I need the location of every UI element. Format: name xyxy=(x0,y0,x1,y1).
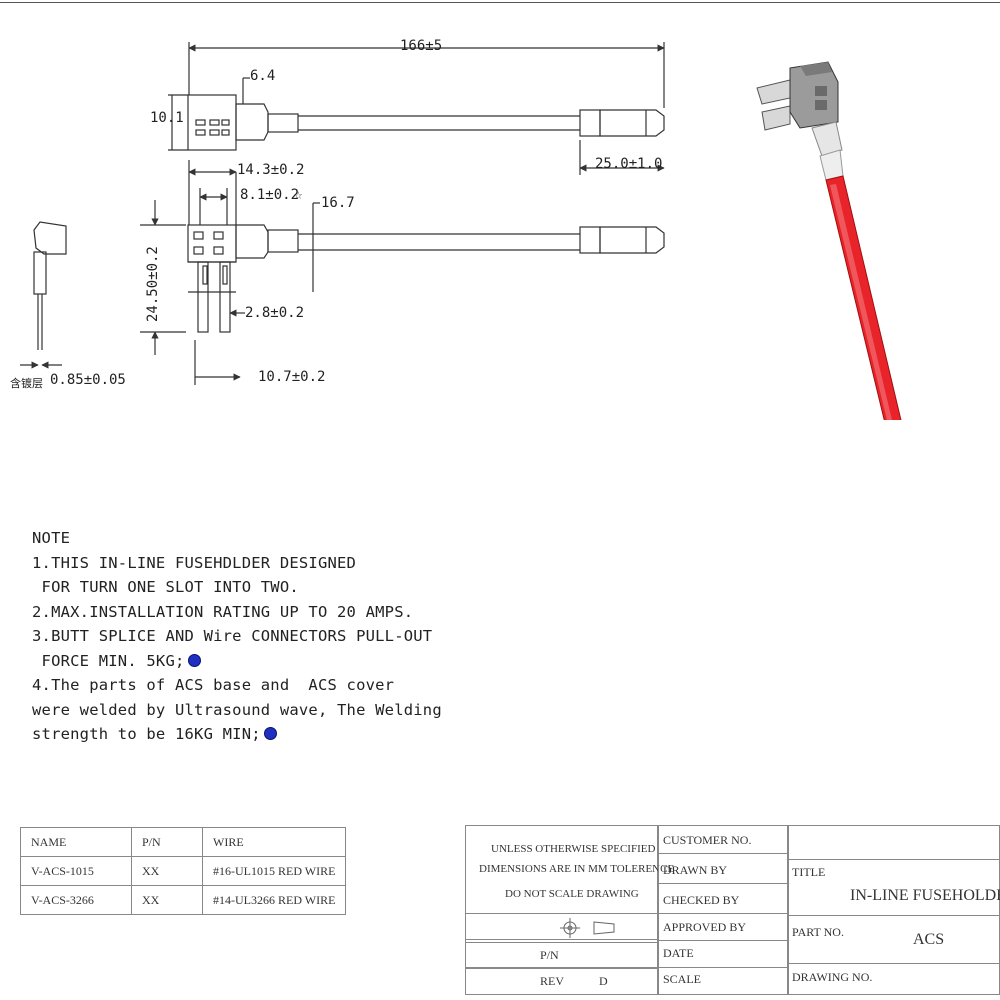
dim-offset-2: 16.7 xyxy=(321,195,355,211)
note-line: 3.BUTT SPLICE AND Wire CONNECTORS PULL-O… xyxy=(32,627,433,645)
rev-value: D xyxy=(599,974,608,988)
dim-top-offset: 6.4 xyxy=(250,68,276,84)
table-row: V-ACS-1015 XX #16-UL1015 RED WIRE xyxy=(20,856,347,886)
side-view xyxy=(20,221,67,369)
spec-line-2: DIMENSIONS ARE IN MM TOLERENCE xyxy=(479,863,675,875)
header-pn: P/N xyxy=(131,827,203,857)
note-line: 4.The parts of ACS base and ACS cover xyxy=(32,676,395,694)
dim-pin-thickness: 0.85±0.05 xyxy=(50,372,126,388)
dim-width-2: 8.1±0.2 xyxy=(240,187,300,203)
title-value: IN-LINE FUSEHOLDER xyxy=(850,887,1000,904)
drawn-by-label: DRAWN BY xyxy=(663,863,728,877)
front-view xyxy=(140,160,665,385)
note-line: were welded by Ultrasound wave, The Weld… xyxy=(32,700,442,719)
key-characteristic-icon xyxy=(187,653,201,667)
sign-col xyxy=(658,825,788,995)
date-label: DATE xyxy=(663,946,694,960)
cell-pn: XX xyxy=(131,885,203,915)
spec-line-1: UNLESS OTHERWISE SPECIFIED xyxy=(491,843,656,855)
dim-connector-length: 25.0±1.0 xyxy=(595,156,663,172)
header-wire: WIRE xyxy=(201,827,347,857)
cell-name: V-ACS-1015 xyxy=(20,856,132,886)
product-illustration xyxy=(756,61,902,420)
top-border xyxy=(0,2,1000,3)
title-block: UNLESS OTHERWISE SPECIFIED DIMENSIONS AR… xyxy=(465,825,1000,995)
key-characteristic-icon xyxy=(263,727,277,740)
scale-label: SCALE xyxy=(663,972,702,986)
part-no-label: PART NO. xyxy=(792,925,844,939)
cell-wire: #16-UL1015 RED WIRE xyxy=(201,856,347,886)
table-row: V-ACS-3266 XX #14-UL3266 RED WIRE xyxy=(20,885,347,915)
technical-drawing xyxy=(20,42,902,420)
note-line: strength to be 16KG MIN; xyxy=(32,722,442,747)
projection-cell xyxy=(465,913,658,943)
notes-heading: NOTE xyxy=(32,529,71,547)
pn-row xyxy=(465,942,658,968)
part-no-value: ACS xyxy=(913,931,945,948)
notes-block: NOTE 1.THIS IN-LINE FUSEHDLDER DESIGNED … xyxy=(32,526,442,747)
note-line: 2.MAX.INSTALLATION RATING UP TO 20 AMPS. xyxy=(32,602,414,621)
plating-label: 含镀层 xyxy=(10,377,43,390)
star-mark: ☆ xyxy=(294,187,303,203)
dim-total-height: 24.50±0.2 xyxy=(145,246,161,322)
spec-cell xyxy=(465,825,658,940)
projection-symbol-icon xyxy=(560,918,615,938)
customer-no-label: CUSTOMER NO. xyxy=(663,833,752,847)
checked-by-label: CHECKED BY xyxy=(663,893,740,907)
dim-height-left: 10.1 xyxy=(150,110,184,126)
rev-label: REV xyxy=(540,974,564,988)
drawing-no-label: DRAWING NO. xyxy=(792,970,873,984)
dim-base-width: 10.7±0.2 xyxy=(258,369,326,385)
pn-label: P/N xyxy=(540,948,559,962)
note-line: FOR TURN ONE SLOT INTO TWO. xyxy=(32,578,299,596)
title-label: TITLE xyxy=(792,865,826,879)
dim-width-1: 14.3±0.2 xyxy=(237,162,305,178)
spec-line-3: DO NOT SCALE DRAWING xyxy=(505,888,639,900)
table-header-row: NAME P/N WIRE xyxy=(20,827,347,857)
cell-pn: XX xyxy=(131,856,203,886)
note-line: FORCE MIN. 5KG; xyxy=(32,649,442,674)
header-name: NAME xyxy=(20,827,132,857)
rev-row xyxy=(465,968,658,995)
note-line: 1.THIS IN-LINE FUSEHDLDER DESIGNED xyxy=(32,553,357,572)
cell-name: V-ACS-3266 xyxy=(20,885,132,915)
top-view xyxy=(168,42,665,175)
cell-wire: #14-UL3266 RED WIRE xyxy=(201,885,347,915)
dim-blade-width: 2.8±0.2 xyxy=(245,305,305,321)
approved-by-label: APPROVED BY xyxy=(663,920,747,934)
dim-overall-length: 166±5 xyxy=(400,38,443,54)
wire-table: NAME P/N WIRE V-ACS-1015 XX #16-UL1015 R… xyxy=(20,827,347,915)
